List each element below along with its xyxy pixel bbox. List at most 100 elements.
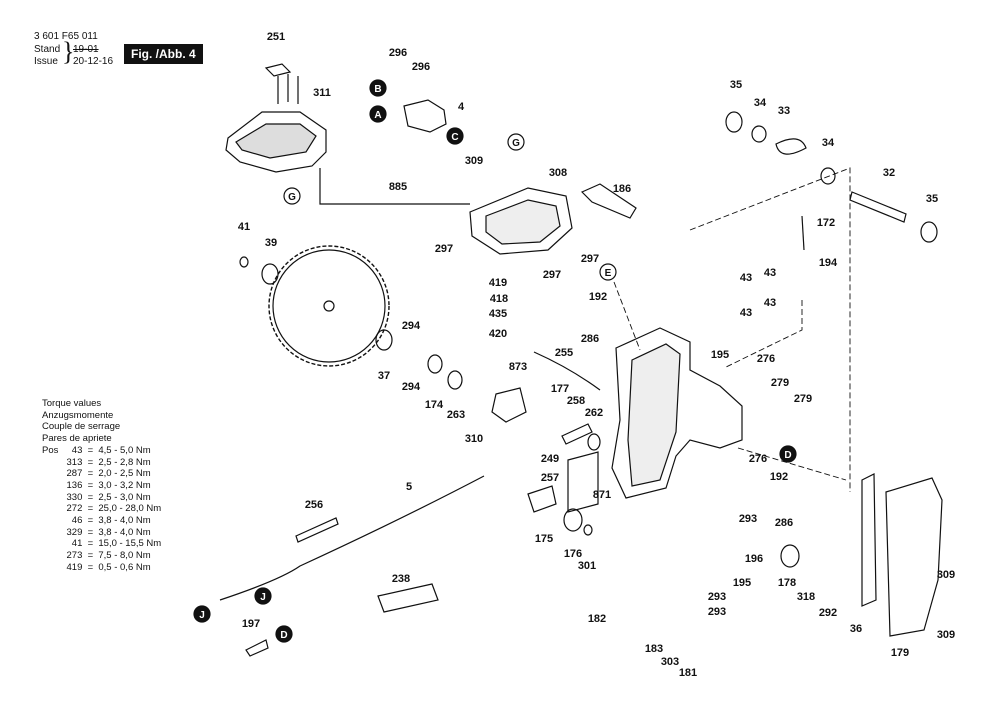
part-number-callout: 279 [771,377,789,389]
part-number-callout: 873 [509,361,527,373]
marker-circle-g [507,133,525,151]
doc-number: 3 601 F65 011 [34,31,98,42]
bushing-34b [820,167,836,185]
torque-pos: 419 [66,561,83,573]
part-number-callout: 176 [564,548,582,560]
part-number-callout: 318 [797,591,815,603]
part-number-callout: 310 [465,433,483,445]
part-number-callout: 276 [757,353,775,365]
torque-row: 136=3,0 - 3,2 Nm [42,480,163,492]
handle-part [225,111,327,173]
part-number-callout: 251 [267,31,285,43]
part-number-callout: 296 [412,61,430,73]
marker-letter: J [199,610,205,621]
pad-251 [264,63,292,77]
part-number-callout: 238 [392,573,410,585]
torque-equals: = [87,468,94,480]
torque-equals: = [87,515,94,527]
shaft-32 [849,191,907,223]
tube-256 [295,517,339,543]
part-number-callout: 182 [588,613,606,625]
part-number-callout: 192 [770,471,788,483]
torque-title-en: Torque values [42,398,102,409]
part-number-callout: 263 [447,409,465,421]
part-number-callout: 262 [585,407,603,419]
switch-4 [403,99,447,133]
torque-value: 25,0 - 28,0 Nm [98,503,162,515]
torque-title-es: Pares de apriete [42,433,112,445]
part-number-callout: 43 [740,307,752,319]
washer-174 [427,354,443,374]
torque-equals: = [87,503,94,515]
marker-letter: D [280,630,287,641]
torque-equals: = [87,561,94,573]
torque-pos: 330 [66,491,83,503]
part-number-callout: 297 [543,269,561,281]
marker-circle-d [275,625,293,643]
torque-title-de: Anzugsmomente [42,409,114,421]
part-number-callout: 309 [937,569,955,581]
part-number-callout: 194 [819,257,838,269]
part-number-callout: 41 [238,221,250,233]
part-number-callout: 39 [265,237,277,249]
marker-letter: G [288,192,296,203]
torque-pos: 287 [66,468,83,480]
ring-301 [583,524,593,536]
arm-housing [611,327,743,499]
torque-equals: = [87,444,94,456]
torque-pos: 273 [66,550,83,562]
torque-equals: = [87,526,94,538]
part-number-callout: 420 [489,328,507,340]
part-number-callout: 175 [535,533,553,545]
torque-equals: = [87,538,94,550]
part-number-callout: 258 [567,395,585,407]
part-number-callout: 435 [489,308,507,320]
torque-row: 273=7,5 - 8,0 Nm [42,550,163,562]
part-number-callout: 303 [661,656,679,668]
marker-circle-d [779,445,797,463]
torque-row: 41=15,0 - 15,5 Nm [42,538,163,550]
part-number-callout: 293 [708,606,726,618]
torque-value: 7,5 - 8,0 Nm [98,550,151,562]
part-number-callout: 195 [733,577,751,589]
part-number-callout: 174 [425,399,444,411]
part-number-callout: 301 [578,560,596,572]
part-number-callout: 195 [711,349,729,361]
part-number-callout: 286 [775,517,793,529]
torque-equals: = [87,456,94,468]
part-number-callout: 309 [937,629,955,641]
part-number-callout: 33 [778,105,790,117]
part-number-callout: 292 [819,607,837,619]
torque-value: 2,5 - 2,8 Nm [98,456,151,468]
torque-pos: 41 [71,538,83,550]
part-number-callout: 181 [679,667,697,679]
torque-row: 330=2,5 - 3,0 Nm [42,492,163,504]
marker-letter: J [260,592,266,603]
marker-letter: A [374,110,381,121]
part-number-callout: 279 [794,393,812,405]
part-number-callout: 192 [589,291,607,303]
label-238 [377,583,439,613]
marker-circle-j [254,587,272,605]
marker-letter: D [784,450,791,461]
torque-value: 2,0 - 2,5 Nm [98,468,151,480]
marker-circle-b [369,79,387,97]
part-number-callout: 276 [749,453,767,465]
part-number-callout: 196 [745,553,763,565]
stand-label: Stand [34,44,61,55]
part-number-callout: 286 [581,333,599,345]
torque-value: 3,8 - 4,0 Nm [98,526,151,538]
torque-value: 3,8 - 4,0 Nm [98,515,151,527]
leader-885 [319,168,470,205]
torque-value: 4,5 - 5,0 Nm [98,444,151,456]
torque-pos: 43 [71,444,83,456]
spindle-175 [527,485,557,513]
part-number-callout: 294 [402,381,421,393]
stand-date: 19-01 [73,44,99,55]
part-number-callout: 5 [406,481,412,493]
gear-176 [563,508,583,532]
torque-value: 2,5 - 3,0 Nm [98,491,151,503]
part-number-callout: 34 [822,137,835,149]
